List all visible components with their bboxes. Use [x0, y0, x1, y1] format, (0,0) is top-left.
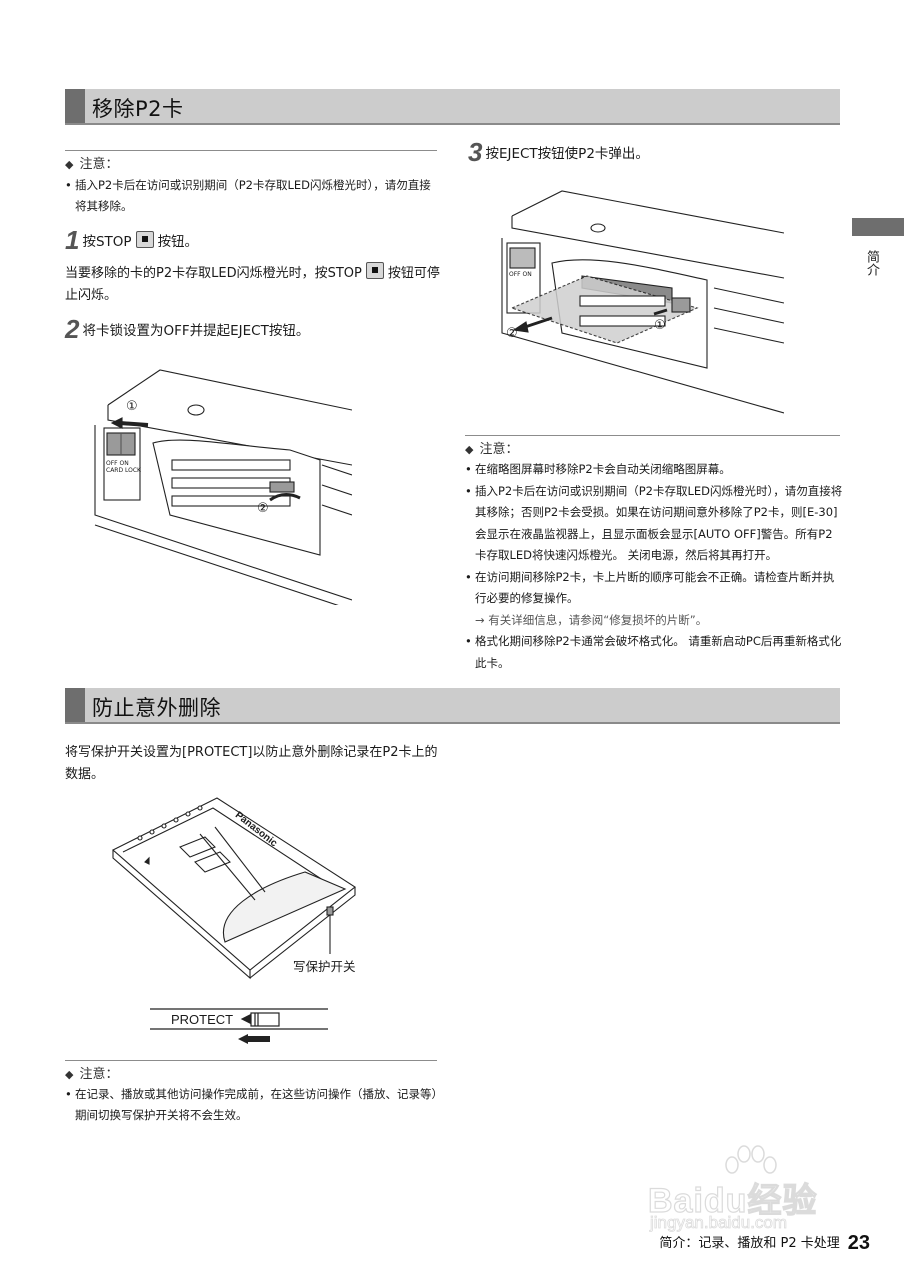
figure-card-eject: ① ② OFF ON	[492, 188, 784, 418]
note-list: 在记录、播放或其他访问操作完成前，在这些访问操作（播放、记录等）期间切换写保护开…	[65, 1084, 440, 1126]
side-chapter-tab	[852, 218, 904, 236]
note-item: 在记录、播放或其他访问操作完成前，在这些访问操作（播放、记录等）期间切换写保护开…	[65, 1084, 440, 1126]
note-heading: ◆ 注意：	[65, 153, 118, 172]
stop-button-icon	[365, 262, 384, 279]
figure-p2-card: Panasonic 写保护开关	[105, 792, 365, 982]
watermark-main: Baidu经验	[647, 1181, 818, 1220]
note-item: 在访问期间移除P2卡，卡上片断的顺序可能会不正确。请检查片断并执行必要的修复操作…	[465, 567, 843, 632]
cross-reference-link[interactable]: → 有关详细信息，请参阅“修复损坏的片断”。	[475, 612, 708, 627]
side-chapter-label: 简介	[864, 250, 879, 276]
step-number: 1	[65, 225, 80, 255]
step-text: 按钮。	[157, 234, 199, 250]
section-title: 移除P2卡	[92, 97, 184, 121]
footer-chapter: 简介：记录、播放和 P2 卡处理	[659, 1236, 840, 1251]
section-header-remove-card: 移除P2卡	[65, 89, 840, 125]
note-item: 格式化期间移除P2卡通常会破坏格式化。 请重新启动PC后再重新格式化此卡。	[465, 631, 843, 674]
paw-icon	[725, 1145, 777, 1174]
note-heading-text: 注意：	[79, 157, 119, 172]
note-item-text: 格式化期间移除P2卡通常会破坏格式化。 请重新启动PC后再重新格式化此卡。	[475, 634, 842, 670]
callout-2: ②	[506, 326, 518, 341]
figure-card-lock-eject: ① ② OFF ON CARD LOCK	[90, 365, 352, 605]
callout-2: ②	[257, 501, 269, 516]
switch-on-label: ON	[522, 271, 532, 278]
section-header-tab	[65, 89, 85, 123]
diamond-icon: ◆	[65, 158, 74, 171]
note-divider	[65, 150, 437, 151]
note-item: 在缩略图屏幕时移除P2卡会自动关闭缩略图屏幕。	[465, 459, 843, 481]
page-footer: 简介：记录、播放和 P2 卡处理 23	[659, 1232, 870, 1255]
step-number: 3	[468, 137, 483, 167]
stop-button-icon	[135, 231, 154, 248]
desc-text: 当要移除的卡的P2卡存取LED闪烁橙光时，按STOP	[65, 266, 362, 281]
note-heading-text: 注意：	[79, 1067, 119, 1082]
page-number: 23	[847, 1232, 870, 1254]
note-item-text: 在访问期间移除P2卡，卡上片断的顺序可能会不正确。请检查片断并执行必要的修复操作…	[475, 569, 835, 606]
note-heading-text: 注意：	[479, 442, 519, 457]
diamond-icon: ◆	[65, 1068, 74, 1081]
note-item: 插入P2卡后在访问或识别期间（P2卡存取LED闪烁橙光时），请勿直接将其移除；否…	[465, 481, 843, 567]
switch-off-label: OFF	[106, 460, 118, 467]
card-lock-label: CARD LOCK	[106, 467, 141, 474]
baidu-watermark: Baidu经验 jingyan.baidu.com	[640, 1145, 860, 1240]
section-title: 防止意外删除	[92, 696, 221, 720]
note-heading: ◆ 注意：	[65, 1063, 118, 1082]
desc-text: 按钮可停止闪烁。	[65, 266, 440, 303]
callout-1: ①	[126, 399, 138, 414]
note-item: 插入P2卡后在访问或识别期间（P2卡存取LED闪烁橙光时），请勿直接将其移除。	[65, 175, 440, 217]
step-text: 按STOP	[82, 234, 132, 250]
note-divider	[465, 435, 840, 436]
note-heading: ◆ 注意：	[465, 438, 518, 457]
note-list: 在缩略图屏幕时移除P2卡会自动关闭缩略图屏幕。 插入P2卡后在访问或识别期间（P…	[465, 459, 843, 674]
section-header-prevent-delete: 防止意外删除	[65, 688, 840, 724]
callout-1: ①	[654, 318, 666, 333]
figure-protect-switch: PROTECT	[150, 1005, 330, 1053]
note-list: 插入P2卡后在访问或识别期间（P2卡存取LED闪烁橙光时），请勿直接将其移除。	[65, 175, 440, 217]
note-item-text: 插入P2卡后在访问或识别期间（P2卡存取LED闪烁橙光时），请勿直接将其移除；否…	[475, 483, 843, 563]
step-number: 2	[65, 314, 80, 344]
section-intro: 将写保护开关设置为[PROTECT]以防止意外删除记录在P2卡上的数据。	[65, 745, 438, 782]
step-text: 将卡锁设置为OFF并提起EJECT按钮。	[82, 323, 310, 339]
note-divider	[65, 1060, 437, 1061]
step-text: 按EJECT按钮使P2卡弹出。	[485, 146, 649, 162]
diamond-icon: ◆	[465, 443, 474, 456]
switch-on-label: ON	[119, 460, 129, 467]
write-protect-callout: 写保护开关	[293, 959, 356, 974]
switch-labels: OFF ON	[509, 271, 532, 278]
switch-labels: OFF ON CARD LOCK	[106, 460, 141, 474]
protect-label: PROTECT	[171, 1012, 234, 1027]
watermark-sub: jingyan.baidu.com	[650, 1213, 788, 1233]
section-header-tab	[65, 688, 85, 722]
note-item-text: 在缩略图屏幕时移除P2卡会自动关闭缩略图屏幕。	[475, 462, 731, 476]
switch-off-label: OFF	[509, 271, 521, 278]
